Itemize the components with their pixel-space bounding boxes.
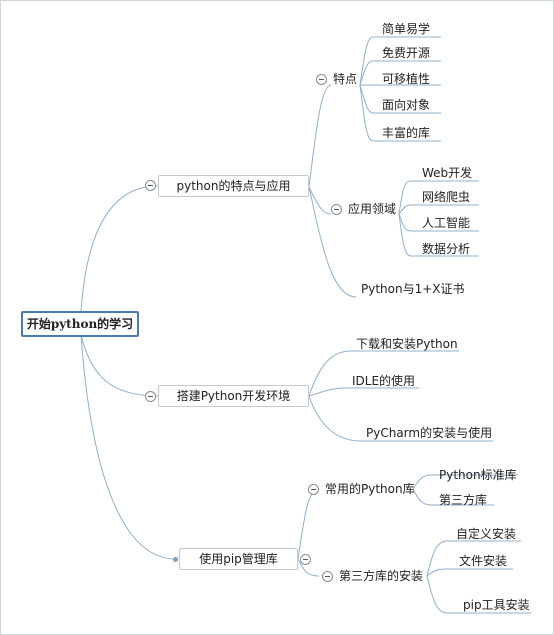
leaf-certificate[interactable]: Python与1+X证书 xyxy=(361,282,465,296)
link-root-branch-2 xyxy=(80,334,159,397)
leaf-feature-5[interactable]: 丰富的库 xyxy=(382,126,431,140)
link-branch-1-leaf xyxy=(308,186,357,298)
link-root-branch-3 xyxy=(80,334,177,560)
collapse-toggle-common-libs[interactable] xyxy=(308,484,319,495)
collapse-toggle-install[interactable] xyxy=(322,571,333,582)
leaf-feature-2[interactable]: 免费开源 xyxy=(382,46,431,60)
link-install-item-2 xyxy=(426,568,513,577)
link-app-item-1 xyxy=(398,180,479,215)
link-app-item-4 xyxy=(398,213,479,257)
leaf-feature-4[interactable]: 面向对象 xyxy=(382,98,431,112)
link-feature-item-4 xyxy=(359,84,441,114)
collapse-toggle-branch-2[interactable] xyxy=(145,391,156,402)
collapse-toggle-branch-3[interactable] xyxy=(300,554,311,565)
group-node-common-libs[interactable]: 常用的Python库 xyxy=(325,482,415,496)
link-branch-1-group-2 xyxy=(308,186,332,215)
link-root-branch-1 xyxy=(80,185,159,312)
link-env-item-1 xyxy=(308,350,459,397)
link-env-item-2 xyxy=(308,387,419,397)
link-lib-item-1 xyxy=(412,474,518,490)
link-pip-group-2 xyxy=(297,558,320,577)
link-feature-item-5 xyxy=(359,84,441,142)
leaf-app-4[interactable]: 数据分析 xyxy=(422,242,471,256)
branch-anchor-dot xyxy=(173,557,178,562)
group-node-install[interactable]: 第三方库的安装 xyxy=(339,569,424,583)
collapse-toggle-applications[interactable] xyxy=(331,204,342,215)
leaf-app-3[interactable]: 人工智能 xyxy=(422,216,471,230)
group-node-features[interactable]: 特点 xyxy=(333,72,358,86)
link-env-item-3 xyxy=(308,395,493,442)
collapse-toggle-branch-1[interactable] xyxy=(145,180,156,191)
leaf-lib-1[interactable]: Python标准库 xyxy=(439,468,517,482)
leaf-app-1[interactable]: Web开发 xyxy=(422,166,473,180)
link-app-item-2 xyxy=(398,204,479,215)
link-feature-item-1 xyxy=(359,36,441,86)
leaf-feature-1[interactable]: 简单易学 xyxy=(382,22,431,36)
leaf-env-1[interactable]: 下载和安装Python xyxy=(356,337,458,351)
root-node[interactable]: 开始python的学习 xyxy=(21,311,139,337)
link-lib-item-2 xyxy=(412,488,494,506)
leaf-env-2[interactable]: IDLE的使用 xyxy=(352,374,416,388)
collapse-toggle-features[interactable] xyxy=(316,74,327,85)
branch-node-environment[interactable]: 搭建Python开发环境 xyxy=(158,385,309,407)
link-install-item-1 xyxy=(426,540,521,577)
leaf-install-1[interactable]: 自定义安装 xyxy=(456,527,517,541)
leaf-install-3[interactable]: pip工具安装 xyxy=(463,598,530,612)
leaf-install-2[interactable]: 文件安装 xyxy=(459,554,508,568)
leaf-app-2[interactable]: 网络爬虫 xyxy=(422,190,471,204)
leaf-lib-2[interactable]: 第三方库 xyxy=(439,493,488,507)
branch-node-pip[interactable]: 使用pip管理库 xyxy=(179,548,298,570)
link-app-item-3 xyxy=(398,213,479,232)
group-node-applications[interactable]: 应用领域 xyxy=(348,202,397,216)
link-branch-1-group-1 xyxy=(308,84,332,188)
link-install-item-3 xyxy=(426,575,531,614)
link-pip-group-1 xyxy=(297,488,320,560)
branch-node-features-apps[interactable]: python的特点与应用 xyxy=(158,175,309,197)
leaf-env-3[interactable]: PyCharm的安装与使用 xyxy=(366,426,493,440)
leaf-feature-3[interactable]: 可移植性 xyxy=(382,72,431,86)
link-feature-item-2 xyxy=(359,60,441,86)
